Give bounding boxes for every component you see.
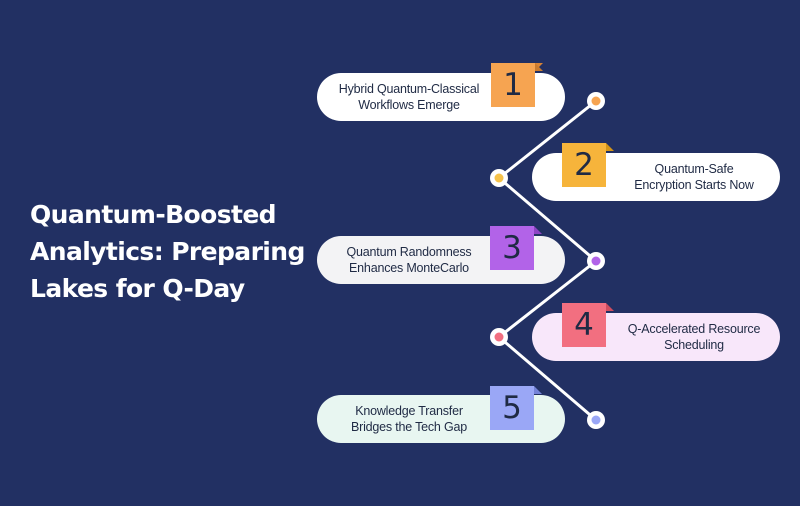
step-5-number: 5: [502, 390, 522, 426]
step-4-number: 4: [574, 307, 594, 343]
step-3-label-line-1: Quantum Randomness: [346, 245, 472, 259]
diagram-title: Quantum-Boosted Analytics: Preparing Lak…: [30, 196, 305, 307]
step-1-fold-corner: [535, 63, 543, 71]
timeline-node-1: [587, 92, 605, 110]
step-2-label: Quantum-Safe Encryption Starts Now: [610, 161, 778, 193]
title-line-2: Analytics: Preparing: [30, 237, 305, 266]
step-5-fold-corner: [534, 386, 542, 394]
step-2-label-line-2: Encryption Starts Now: [634, 178, 754, 192]
step-5-number-badge: 5: [490, 386, 534, 430]
step-2-label-line-1: Quantum-Safe: [654, 162, 734, 176]
step-1-number-badge: 1: [491, 63, 543, 107]
step-5-label-line-2: Bridges the Tech Gap: [351, 420, 467, 434]
step-2-number-badge: 2: [562, 143, 606, 187]
step-1-label-line-1: Hybrid Quantum-Classical: [338, 82, 480, 96]
title-line-1: Quantum-Boosted: [30, 200, 277, 229]
step-3-number-badge: 3: [490, 226, 534, 270]
step-3-fold-corner: [534, 226, 542, 234]
step-3-number: 3: [502, 230, 522, 266]
timeline-node-4: [490, 328, 508, 346]
step-5-label-line-1: Knowledge Transfer: [355, 404, 463, 418]
step-1-number: 1: [503, 67, 523, 103]
step-card-3: Quantum Randomness Enhances MonteCarlo: [317, 236, 565, 284]
step-1-label: Hybrid Quantum-Classical Workflows Emerg…: [325, 81, 493, 113]
step-1-label-line-2: Workflows Emerge: [358, 98, 460, 112]
step-3-label: Quantum Randomness Enhances MonteCarlo: [325, 244, 493, 276]
step-2-fold-corner: [606, 143, 614, 151]
timeline-node-3: [587, 252, 605, 270]
title-line-3: Lakes for Q-Day: [30, 274, 245, 303]
step-2-number: 2: [574, 147, 594, 183]
step-3-label-line-2: Enhances MonteCarlo: [349, 261, 469, 275]
timeline-node-5: [587, 411, 605, 429]
step-4-number-badge: 4: [562, 303, 606, 347]
step-5-label: Knowledge Transfer Bridges the Tech Gap: [325, 403, 493, 435]
step-4-label: Q-Accelerated Resource Scheduling: [610, 321, 778, 353]
step-4-label-line-2: Scheduling: [664, 338, 724, 352]
step-4-label-line-1: Q-Accelerated Resource: [627, 322, 761, 336]
step-4-fold-corner: [606, 303, 614, 311]
timeline-node-2: [490, 169, 508, 187]
